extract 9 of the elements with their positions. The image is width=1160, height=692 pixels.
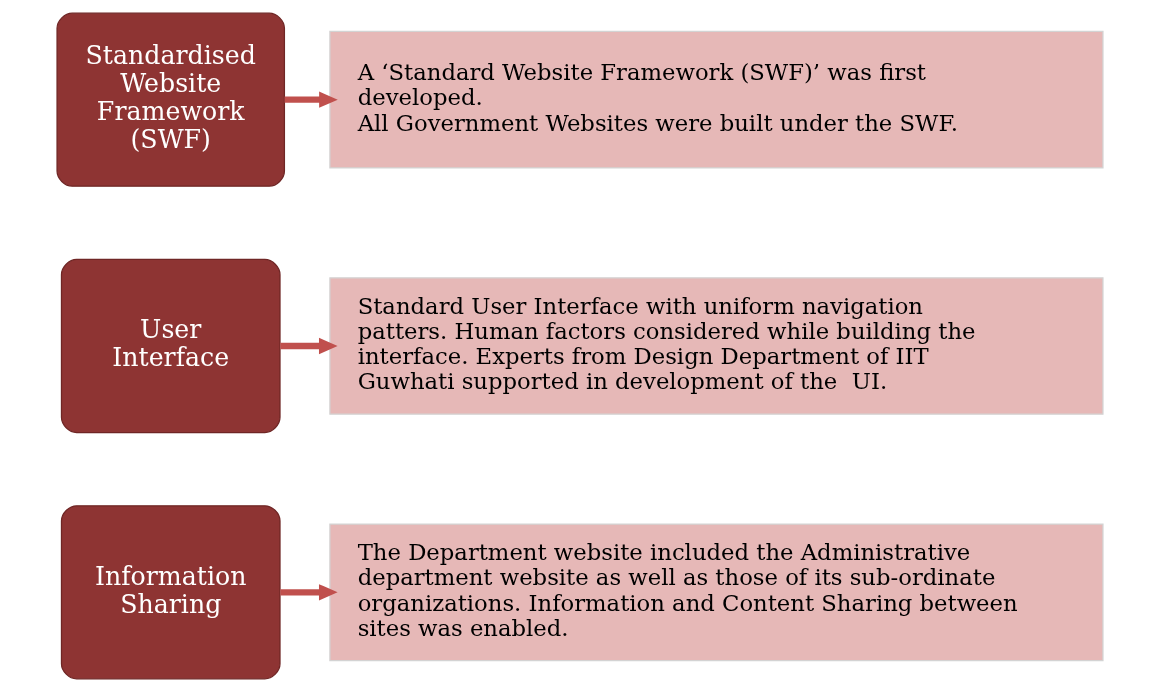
node-box: User Interface <box>60 258 281 434</box>
node-box: Standard User Interface with uniform navigation patters. Human factors considered while building the interface. Experts from Design Department of IIT Guwhati supported in development of the UI. <box>329 277 1104 415</box>
arrow <box>284 91 338 108</box>
node-box: The Department website included the Administrative department website as well as those of its sub-ordinate organizations. Information and Content Sharing between sites was enabled. <box>329 523 1104 662</box>
arrow <box>280 584 338 601</box>
node-box: Information Sharing <box>60 505 281 680</box>
arrow <box>280 337 338 355</box>
node-box: Standardised Website Framework (SWF) <box>56 12 286 187</box>
node-box: A ‘Standard Website Framework (SWF)’ was first developed. All Government Websites were built under the SWF. <box>329 30 1104 169</box>
